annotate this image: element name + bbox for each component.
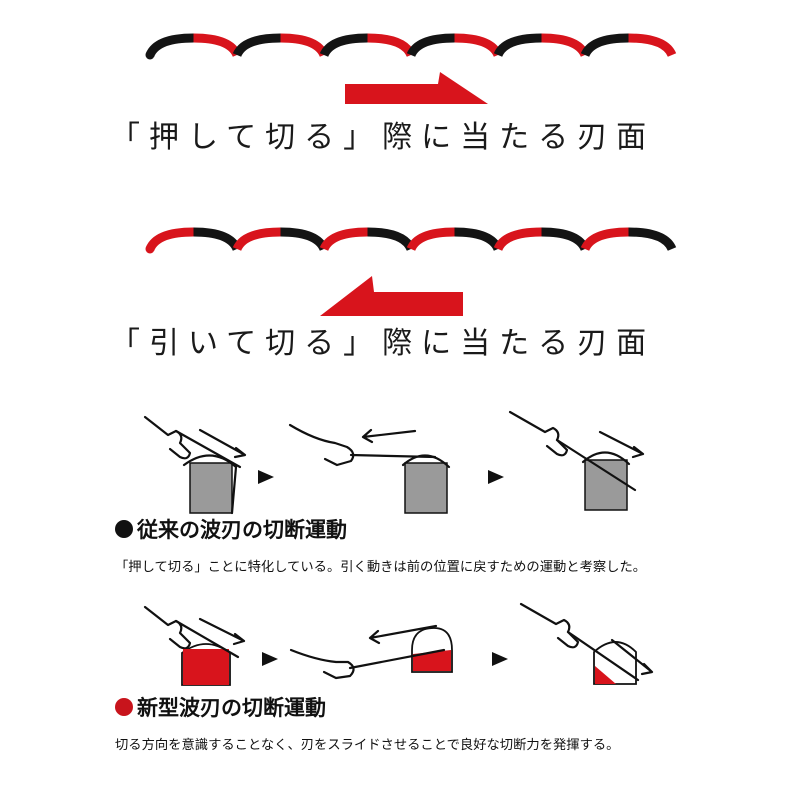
conventional-title: 従来の波刃の切断運動	[115, 514, 347, 544]
conventional-step-2-illustration	[288, 423, 451, 514]
cut-area-red	[413, 650, 451, 671]
new-type-bullet-icon	[115, 698, 133, 716]
food-block	[189, 462, 233, 514]
motion-arrow-icon	[361, 428, 417, 444]
blade-segment	[541, 33, 590, 58]
blade-segment	[406, 227, 455, 252]
motion-arrow-icon	[198, 428, 247, 459]
blade-segment	[145, 33, 194, 58]
motion-arrow-icon	[610, 638, 654, 676]
blade-segment	[193, 33, 242, 58]
hand-icon	[143, 605, 192, 650]
step-arrow-icon	[262, 652, 278, 666]
food-block	[404, 462, 448, 514]
blade-segment	[367, 33, 416, 58]
conventional-step-1-illustration	[143, 415, 247, 515]
hand-icon	[143, 415, 192, 460]
arrow-right-icon	[345, 72, 488, 104]
new-type-step-1-illustration	[143, 605, 246, 686]
blade-segment	[367, 227, 416, 252]
hand-icon	[288, 423, 355, 467]
blade-tip	[145, 244, 155, 254]
hand-icon	[508, 410, 569, 457]
blade-segment	[454, 227, 503, 252]
blade-segment	[580, 227, 629, 252]
conventional-step-3-illustration	[508, 410, 645, 511]
new-type-description: 切る方向を意識することなく、刃をスライドさせることで良好な切断力を発揮する。	[115, 738, 620, 753]
motion-arrow-icon	[198, 617, 246, 646]
new-type-step-3-illustration	[519, 602, 654, 685]
blade-segment	[628, 33, 677, 58]
step-arrow-icon	[258, 470, 274, 484]
cut-area-red	[183, 649, 229, 685]
new-type-step-2-illustration	[289, 624, 453, 680]
hand-icon	[519, 602, 580, 649]
hand-icon	[289, 648, 355, 680]
wave-blade-push	[145, 33, 677, 60]
blade-segment	[319, 33, 368, 58]
new-type-title-text: 新型波刃の切断運動	[137, 696, 326, 720]
conventional-description: 「押して切る」ことに特化している。引く動きは前の位置に戻すための運動と考察した。	[115, 560, 647, 575]
wave-blade-pull	[145, 227, 677, 254]
blade-tip	[145, 50, 155, 60]
blade-segment	[319, 227, 368, 252]
blade-segment	[541, 227, 590, 252]
cut-area-red	[595, 666, 616, 684]
motion-arrow-icon	[368, 624, 438, 645]
food-block	[584, 459, 628, 511]
blade-segment	[493, 227, 542, 252]
conventional-bullet-icon	[115, 520, 133, 538]
blade-segment	[145, 227, 194, 252]
conventional-title-text: 従来の波刃の切断運動	[137, 518, 347, 542]
new-type-title: 新型波刃の切断運動	[115, 692, 326, 722]
blade-segment	[193, 227, 242, 252]
step-arrow-icon	[492, 652, 508, 666]
blade-segment	[232, 227, 281, 252]
blade-segment	[454, 33, 503, 58]
blade-segment	[406, 33, 455, 58]
blade-segment	[232, 33, 281, 58]
blade-segment	[628, 227, 677, 252]
pull-cut-heading: 「引いて切る」際に当たる刃面	[110, 326, 656, 361]
blade-segment	[493, 33, 542, 58]
blade-segment	[280, 227, 329, 252]
blade-segment	[580, 33, 629, 58]
motion-arrow-icon	[598, 430, 645, 459]
step-arrow-icon	[488, 470, 504, 484]
push-cut-heading: 「押して切る」際に当たる刃面	[110, 120, 656, 155]
blade-segment	[280, 33, 329, 58]
arrow-left-icon	[320, 276, 463, 316]
